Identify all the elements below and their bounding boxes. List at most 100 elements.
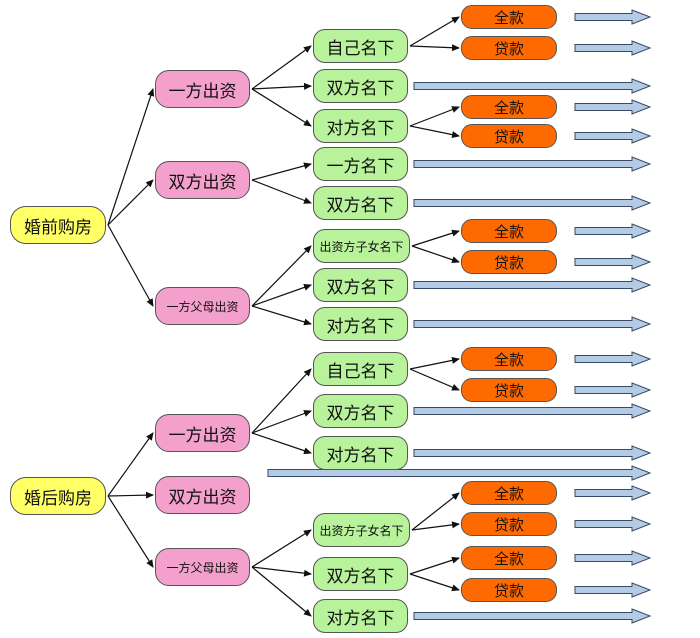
- level1-node: 一方父母出资: [155, 548, 250, 586]
- node-label: 贷款: [493, 39, 524, 58]
- node-label: 对方名下: [326, 316, 395, 337]
- connector-arrow: [107, 432, 154, 497]
- level2-node: 对方名下: [313, 307, 408, 341]
- node-label: 双方出资: [168, 172, 237, 193]
- node-label: 自己名下: [326, 361, 395, 382]
- node-label: 全款: [493, 549, 524, 568]
- level2-node: 对方名下: [313, 599, 408, 633]
- payment-node-full: 全款: [461, 347, 557, 371]
- node-label: 一方出资: [168, 425, 237, 446]
- connector-arrow: [251, 529, 312, 568]
- level2-node: 双方名下: [313, 394, 408, 428]
- connector-arrow: [107, 88, 155, 226]
- outcome-block-arrow: [413, 608, 652, 624]
- connector-arrow: [409, 556, 460, 575]
- payment-node-loan: 贷款: [461, 124, 557, 148]
- node-label: 婚前购房: [24, 217, 92, 238]
- payment-node-loan: 贷款: [461, 36, 557, 60]
- level2-node: 双方名下: [313, 557, 408, 591]
- node-label: 一方出资: [168, 81, 237, 102]
- connector-arrow: [251, 410, 312, 434]
- connector-arrow: [409, 106, 460, 127]
- outcome-block-arrow: [574, 351, 652, 367]
- connector-arrow: [251, 305, 312, 326]
- connector-arrow: [409, 573, 460, 592]
- outcome-block-arrow: [413, 445, 652, 461]
- outcome-block-arrow: [413, 403, 652, 419]
- node-label: 婚后购房: [24, 488, 92, 509]
- connector-arrow: [107, 491, 154, 499]
- connector-arrow: [251, 432, 312, 455]
- connector-arrow: [251, 45, 312, 90]
- outcome-block-arrow: [574, 9, 652, 25]
- node-label: 贷款: [493, 127, 524, 146]
- outcome-block-arrow: [574, 582, 652, 598]
- payment-node-loan: 贷款: [461, 250, 557, 274]
- outcome-block-arrow: [413, 316, 652, 332]
- connector-arrow: [409, 44, 460, 52]
- node-label: 贷款: [493, 581, 524, 600]
- node-label: 全款: [493, 98, 524, 117]
- connector-arrow: [251, 88, 312, 127]
- level2-node: 双方名下: [313, 69, 408, 103]
- node-label: 全款: [493, 484, 524, 503]
- outcome-block-arrow: [574, 128, 652, 144]
- payment-node-full: 全款: [461, 95, 557, 119]
- node-label: 对方名下: [326, 445, 395, 466]
- connector-arrow: [251, 566, 312, 617]
- payment-node-full: 全款: [461, 546, 557, 570]
- connector-arrow: [107, 224, 154, 307]
- payment-node-full: 全款: [461, 219, 557, 243]
- connector-arrow: [409, 125, 460, 139]
- node-label: 贷款: [493, 381, 524, 400]
- connector-arrow: [409, 16, 460, 47]
- level2-node: 一方名下: [313, 147, 408, 181]
- connector-arrow: [251, 284, 312, 307]
- connector-arrow: [251, 179, 312, 204]
- connector-arrow: [251, 162, 312, 181]
- connector-arrow: [409, 368, 460, 391]
- payment-node-full: 全款: [461, 5, 557, 29]
- connector-arrow: [411, 521, 460, 531]
- connector-arrow: [411, 492, 460, 531]
- node-label: 双方名下: [326, 566, 395, 587]
- level2-node: 对方名下: [313, 436, 408, 470]
- node-label: 自己名下: [326, 38, 395, 59]
- node-label: 一方父母出资: [166, 560, 239, 575]
- outcome-block-arrow: [413, 78, 652, 94]
- outcome-block-arrow: [574, 99, 652, 115]
- node-label: 对方名下: [326, 608, 395, 629]
- connector-arrow: [251, 566, 312, 577]
- root-node-premarital: 婚前购房: [10, 206, 106, 244]
- level2-node: 双方名下: [313, 186, 408, 220]
- node-label: 双方名下: [326, 403, 395, 424]
- node-label: 出资方子女名下: [319, 239, 404, 254]
- node-label: 双方名下: [326, 277, 395, 298]
- outcome-block-arrow: [574, 40, 652, 56]
- outcome-block-arrow: [413, 277, 652, 293]
- outcome-block-arrow: [574, 485, 652, 501]
- node-label: 出资方子女名下: [319, 523, 404, 538]
- level2-node: 自己名下: [313, 352, 408, 386]
- node-label: 双方出资: [168, 487, 237, 508]
- connector-arrow: [411, 245, 460, 264]
- level2-node: 双方名下: [313, 268, 408, 302]
- payment-node-loan: 贷款: [461, 512, 557, 536]
- node-label: 贷款: [493, 515, 524, 534]
- node-label: 全款: [493, 8, 524, 27]
- node-label: 全款: [493, 222, 524, 241]
- connector-arrow: [107, 179, 154, 226]
- level2-node: 出资方子女名下: [313, 229, 410, 263]
- level2-node: 出资方子女名下: [313, 513, 410, 547]
- root-node-postmarital: 婚后购房: [10, 477, 106, 515]
- outcome-block-arrow: [574, 516, 652, 532]
- node-label: 对方名下: [326, 118, 395, 139]
- node-label: 双方名下: [326, 78, 395, 99]
- outcome-block-arrow: [574, 550, 652, 566]
- outcome-block-arrow: [574, 223, 652, 239]
- outcome-block-arrow: [413, 156, 652, 172]
- level2-node: 自己名下: [313, 29, 408, 63]
- outcome-block-arrow: [574, 382, 652, 398]
